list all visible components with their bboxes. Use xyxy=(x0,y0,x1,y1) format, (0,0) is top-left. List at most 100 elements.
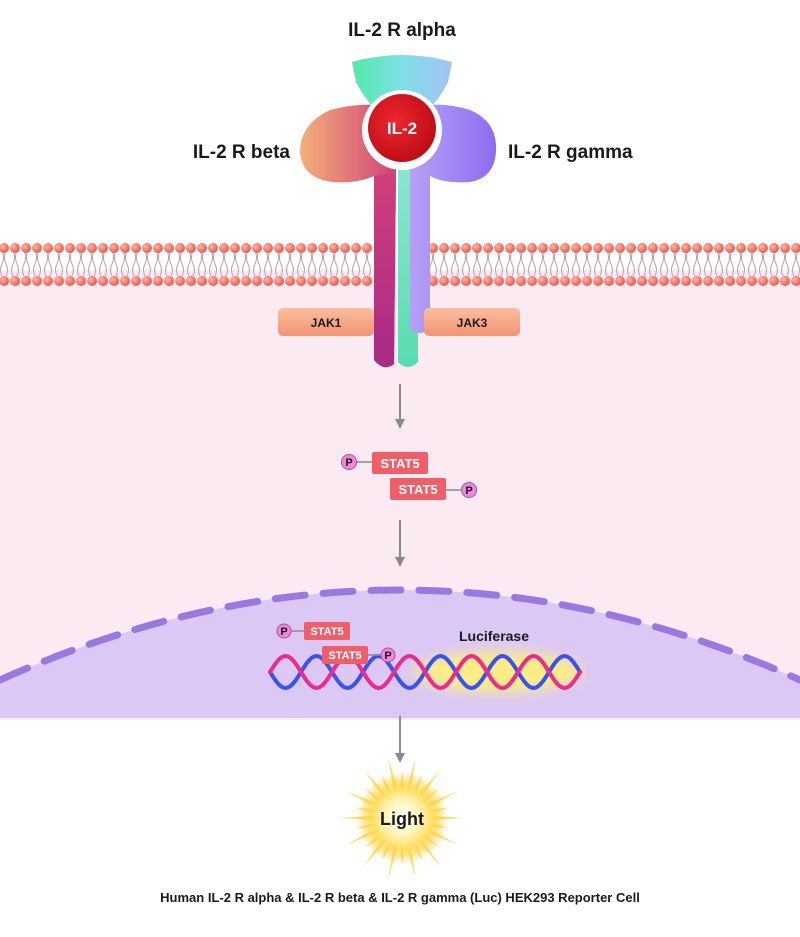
alpha-label: IL-2 R alpha xyxy=(348,20,456,41)
lipid xyxy=(263,243,273,286)
lipid xyxy=(142,243,152,286)
lipid xyxy=(98,243,108,286)
lipid xyxy=(505,243,515,286)
svg-text:P: P xyxy=(280,626,287,638)
stat5-box-2 xyxy=(390,478,446,500)
lipid xyxy=(527,243,537,286)
lipid xyxy=(648,243,658,286)
lipid xyxy=(670,243,680,286)
lipid xyxy=(241,243,251,286)
lipid xyxy=(274,243,284,286)
lipid xyxy=(230,243,240,286)
light-label: Light xyxy=(380,809,424,829)
phospho-2 xyxy=(461,482,477,498)
lipid xyxy=(109,243,119,286)
stat5-dimer-nucleus: P STAT5 STAT5 P xyxy=(276,622,396,664)
lipid xyxy=(560,243,570,286)
lipid xyxy=(43,243,53,286)
cell-membrane xyxy=(0,243,800,286)
jak1-label: JAK1 xyxy=(311,316,342,330)
lipid xyxy=(175,243,185,286)
luciferase-label: Luciferase xyxy=(459,628,529,644)
stat5-dimer-cytoplasm: P STAT5 STAT5 P xyxy=(341,452,477,500)
lipid xyxy=(76,243,86,286)
lipid xyxy=(516,243,526,286)
lipid xyxy=(736,243,746,286)
lipid xyxy=(494,243,504,286)
stat5-box-3 xyxy=(304,622,350,640)
dna-strand-pink xyxy=(268,653,582,691)
lipid xyxy=(329,243,339,286)
nucleus xyxy=(0,590,800,718)
lipid xyxy=(131,243,141,286)
lipid xyxy=(340,243,350,286)
il2-label: IL-2 xyxy=(387,119,417,138)
stat5-box-1 xyxy=(372,452,428,474)
lipid xyxy=(186,243,196,286)
beta-label: IL-2 R beta xyxy=(193,142,291,163)
lipid xyxy=(659,243,669,286)
jak1-box xyxy=(278,308,374,336)
lipid xyxy=(439,243,449,286)
stat5-label-4: STAT5 xyxy=(328,650,361,662)
lipid xyxy=(714,243,724,286)
lipid xyxy=(307,243,317,286)
lipid xyxy=(626,243,636,286)
light-core xyxy=(356,772,448,864)
lipid xyxy=(769,243,779,286)
lipid xyxy=(780,243,790,286)
phospho-1 xyxy=(341,454,357,470)
lipid xyxy=(725,243,735,286)
lipid xyxy=(54,243,64,286)
lipid xyxy=(285,243,295,286)
svg-text:P: P xyxy=(345,457,352,469)
lipid xyxy=(472,243,482,286)
il2-r-gamma xyxy=(408,104,497,334)
lipid xyxy=(153,243,163,286)
lipid xyxy=(604,243,614,286)
lipid xyxy=(351,243,361,286)
gamma-label: IL-2 R gamma xyxy=(508,142,633,163)
lipid xyxy=(615,243,625,286)
il2-r-beta-stem xyxy=(374,172,396,368)
dna-helix xyxy=(268,653,582,691)
lipid xyxy=(252,243,262,286)
il2-r-beta xyxy=(300,104,397,368)
lipid xyxy=(87,243,97,286)
jak3-label: JAK3 xyxy=(457,316,488,330)
lipid xyxy=(318,243,328,286)
stat5-label-3: STAT5 xyxy=(310,626,343,638)
svg-text:P: P xyxy=(465,485,472,497)
stat5-label-2: STAT5 xyxy=(398,482,437,497)
lipid xyxy=(758,243,768,286)
lipid xyxy=(120,243,130,286)
lipid xyxy=(164,243,174,286)
lipid xyxy=(219,243,229,286)
phospho-4 xyxy=(380,647,396,663)
lipid xyxy=(747,243,757,286)
lipid xyxy=(549,243,559,286)
lipid xyxy=(571,243,581,286)
phospho-3 xyxy=(276,623,292,639)
nuclear-envelope xyxy=(0,586,800,684)
stat5-box-4 xyxy=(322,646,368,664)
lipid xyxy=(65,243,75,286)
svg-text:P: P xyxy=(384,650,391,662)
lipid xyxy=(637,243,647,286)
lipid xyxy=(0,243,9,286)
lipid xyxy=(197,243,207,286)
lipid xyxy=(791,243,800,286)
figure-caption: Human IL-2 R alpha & IL-2 R beta & IL-2 … xyxy=(160,890,640,905)
lipid xyxy=(461,243,471,286)
lipid xyxy=(450,243,460,286)
lipid xyxy=(681,243,691,286)
lipid xyxy=(538,243,548,286)
jak3-box xyxy=(424,308,520,336)
il2-ligand xyxy=(368,94,436,162)
lipid xyxy=(362,243,372,286)
lipid xyxy=(483,243,493,286)
stat5-label-1: STAT5 xyxy=(380,456,419,471)
lipid xyxy=(692,243,702,286)
